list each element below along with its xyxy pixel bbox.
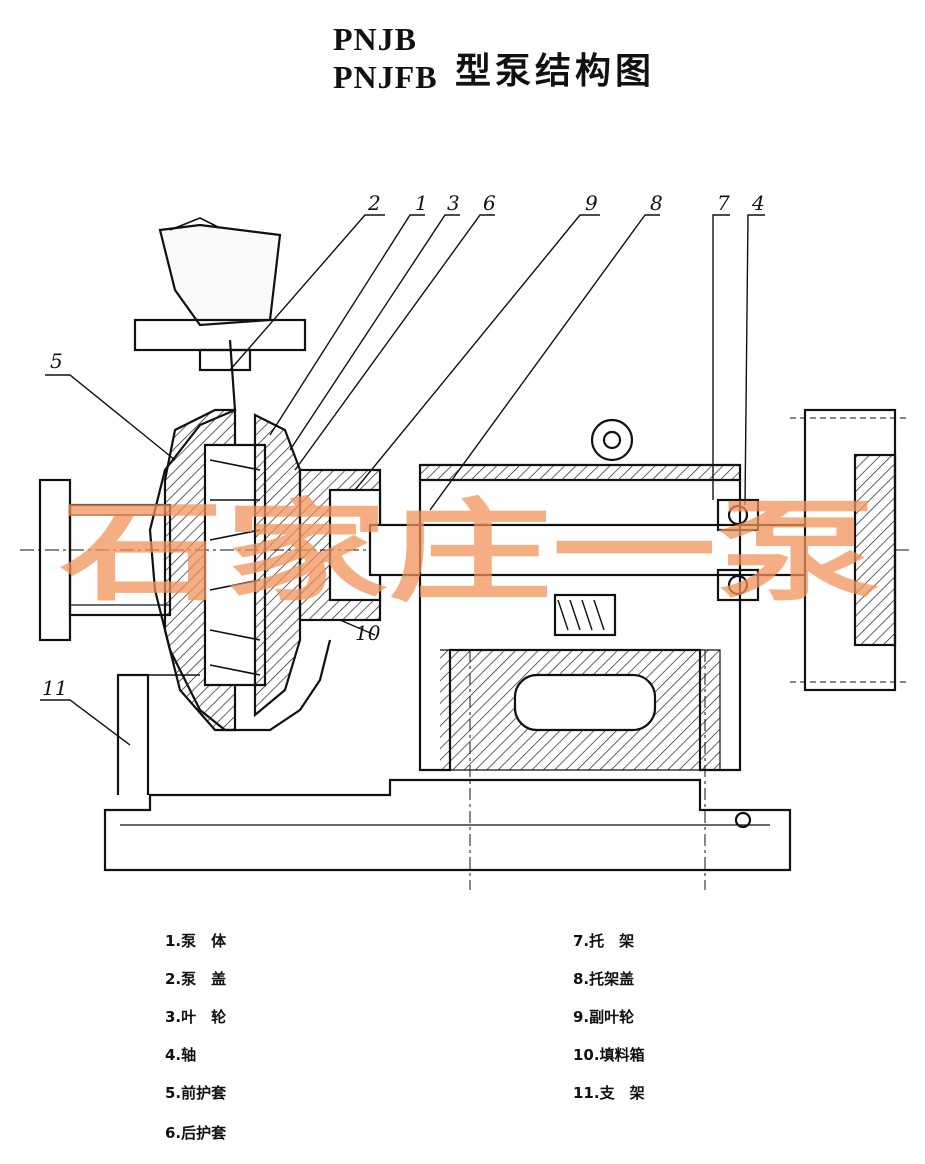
legend-item: 5.前护套 — [165, 1084, 227, 1102]
callout-7: 7 — [717, 191, 730, 215]
title-block: PNJB PNJFB 型泵结构图 — [0, 20, 925, 110]
callout-3: 3 — [447, 191, 460, 215]
callout-4: 4 — [751, 191, 765, 215]
legend-item: 1.泵 体 — [165, 932, 227, 950]
watermark-text: 石家庄一泵 — [60, 488, 880, 616]
legend-item: 10.填料箱 — [573, 1046, 645, 1064]
legend-item: 3.叶 轮 — [165, 1008, 227, 1026]
legend-item: 2.泵 盖 — [165, 970, 227, 988]
callout-8: 8 — [650, 191, 663, 215]
pump-cross-section-drawing: 2 1 3 6 9 8 7 4 5 10 11 石家庄一泵 — [20, 191, 910, 890]
callout-9: 9 — [585, 191, 598, 215]
callout-1: 1 — [415, 191, 428, 215]
legend-item: 4.轴 — [165, 1046, 197, 1064]
callout-5: 5 — [50, 349, 63, 373]
legend-item: 6.后护套 — [165, 1124, 227, 1142]
legend-item: 8.托架盖 — [573, 970, 635, 988]
drawing-lines — [20, 214, 910, 890]
callout-11: 11 — [42, 676, 67, 700]
legend-item: 11.支 架 — [573, 1084, 645, 1102]
callout-labels: 2 1 3 6 9 8 7 4 5 10 11 — [42, 191, 765, 700]
parts-legend: 1.泵 体 2.泵 盖 3.叶 轮 4.轴 5.前护套 6.后护套 7.托 架 … — [0, 930, 925, 1160]
callout-10: 10 — [355, 621, 381, 645]
model-name-1: PNJB — [333, 21, 417, 57]
model-name-2: PNJFB — [333, 59, 438, 95]
legend-item: 7.托 架 — [573, 932, 635, 950]
callout-6: 6 — [483, 191, 496, 215]
diagram-caption: 型泵结构图 — [455, 51, 656, 92]
legend-item: 9.副叶轮 — [573, 1008, 635, 1026]
callout-2: 2 — [367, 191, 381, 215]
